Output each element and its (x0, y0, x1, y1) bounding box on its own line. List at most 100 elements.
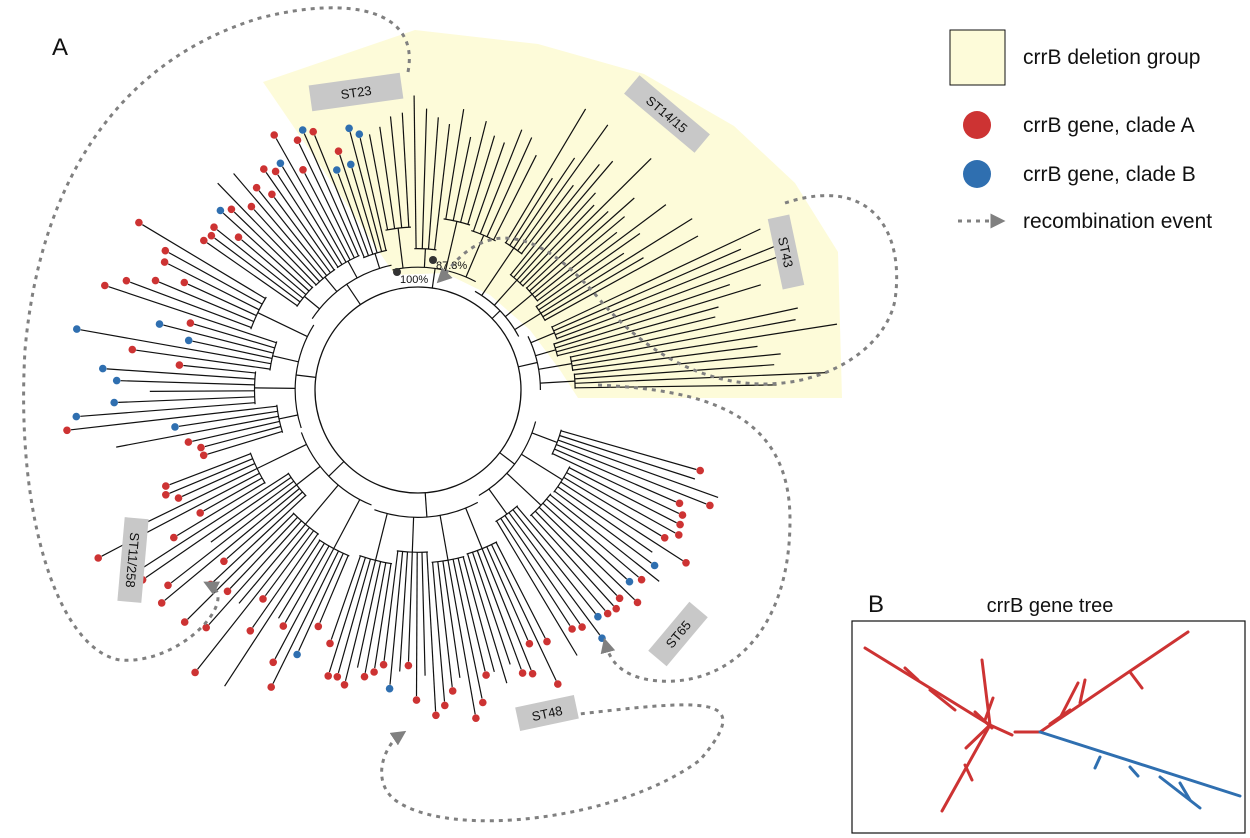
tip-clade-a (271, 167, 280, 176)
tree-branch (194, 323, 275, 349)
tree-branch (304, 295, 320, 310)
tree-branch (374, 563, 392, 669)
tip-clade-a (175, 361, 184, 369)
tree-branch (495, 542, 546, 639)
legend-label-recombination: recombination event (1023, 210, 1212, 233)
tip-clade-a (528, 669, 537, 678)
tree-branch (556, 444, 707, 505)
tree-branch (575, 384, 777, 389)
tree-branch (116, 415, 279, 448)
tree-branch (149, 390, 255, 392)
tip-clade-a (615, 594, 624, 603)
tip-clade-b (72, 412, 81, 421)
tree-branch (169, 458, 253, 494)
tree-branch (359, 137, 387, 251)
tree-branch (556, 306, 719, 353)
st-label-st48: ST48 (515, 695, 579, 731)
tree-branch (163, 324, 274, 354)
tree-branch (521, 453, 563, 481)
tree-branch (389, 116, 403, 228)
tree-branch (521, 184, 574, 254)
tip-clade-a (568, 625, 576, 633)
tree-branch (493, 279, 518, 306)
tree-branch (324, 276, 338, 292)
tip-clade-a (518, 669, 527, 677)
tree-branch (542, 502, 628, 580)
sequence-type-labels: ST23 ST14/15 ST43 ST11/258 ST65 ST48 (117, 72, 805, 731)
tree-branch (535, 233, 641, 307)
gene-tree-clade-b (1038, 730, 1242, 810)
tree-branch (488, 488, 508, 515)
tree-branch (411, 517, 415, 553)
tree-branch (557, 486, 653, 553)
tree-branch (337, 558, 371, 674)
tip-clade-a (207, 231, 216, 240)
tree-clade-arc (250, 296, 267, 330)
tip-clade-b (625, 577, 634, 586)
svg-text:ST23: ST23 (340, 83, 373, 102)
tree-branch (339, 154, 374, 255)
legend-label-clade-a: crrB gene, clade A (1023, 114, 1195, 137)
support-node-100 (393, 268, 401, 276)
tip-clade-b (594, 612, 602, 621)
tree-branch (560, 430, 697, 471)
tree-branch (529, 197, 635, 292)
tree-branch (516, 506, 606, 611)
tree-branch (304, 173, 351, 261)
tree-branch (216, 229, 304, 299)
tree-branch (505, 108, 587, 244)
tree-branch (314, 135, 365, 258)
tree-branch (142, 224, 266, 300)
legend-label-deletion-group: crrB deletion group (1023, 46, 1200, 69)
tree-branch (479, 129, 523, 235)
tree-branch (213, 494, 307, 583)
tip-clade-a (637, 575, 646, 584)
tip-clade-b (184, 336, 193, 345)
tree-branch (568, 467, 677, 524)
tip-clade-a (678, 511, 687, 519)
tree-branch (106, 368, 255, 380)
tip-clade-a (314, 622, 323, 631)
tree-branch (204, 425, 281, 448)
tree-branch (538, 506, 636, 601)
tip-clade-a (333, 673, 342, 681)
tree-branch (272, 550, 340, 684)
tip-clade-a (279, 622, 288, 630)
svg-text:ST11/258: ST11/258 (123, 532, 143, 589)
tree-clade-arc (269, 341, 278, 371)
tree-branch (535, 349, 556, 357)
tree-branch (423, 248, 426, 268)
panel-b-title: crrB gene tree (987, 595, 1114, 617)
recombination-arrow-st43 (436, 194, 899, 386)
deletion-group-wedge (263, 30, 842, 398)
tree-branch (183, 364, 256, 374)
tip-clade-a (174, 494, 183, 502)
tip-clade-a (340, 681, 349, 689)
tree-branch (493, 154, 537, 241)
tree-branch (434, 124, 451, 250)
tree-branch (552, 453, 680, 514)
tree-branch (274, 548, 335, 660)
tree-branch (210, 480, 295, 543)
tree-branch (277, 542, 325, 619)
tree-clade-arc (385, 226, 411, 231)
tree-branch (556, 255, 780, 340)
tree-branch (486, 137, 533, 238)
tree-branch (278, 414, 298, 420)
tree-branch (554, 448, 677, 503)
tree-clade-arc (525, 286, 539, 302)
tree-clade-arc (336, 254, 360, 269)
tree-branch (481, 548, 532, 671)
tree-tips (63, 124, 714, 722)
tip-clade-a (170, 533, 178, 542)
tree-branch (415, 552, 418, 697)
tip-clade-a (197, 443, 205, 452)
tip-clade-b (650, 561, 659, 570)
tree-branch (504, 515, 581, 625)
tree-branch (566, 472, 676, 534)
tip-clade-a (63, 426, 71, 435)
tip-clade-b (216, 206, 225, 215)
tree-branch (537, 204, 667, 302)
tree-branch (504, 293, 533, 318)
tree-branch (208, 520, 302, 625)
